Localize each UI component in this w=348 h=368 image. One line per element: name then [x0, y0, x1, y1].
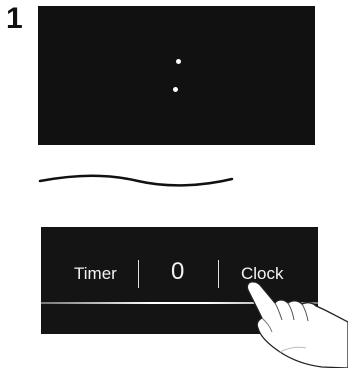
divider [218, 260, 219, 288]
display-panel [38, 6, 315, 145]
value-display: 0 [171, 260, 184, 284]
break-line [38, 170, 234, 190]
divider [138, 260, 139, 288]
colon-dot-bottom [173, 87, 178, 92]
timer-button[interactable]: Timer [74, 265, 117, 282]
step-number: 1 [6, 4, 23, 34]
colon-dot-top [176, 59, 181, 64]
pointing-hand-icon [232, 278, 348, 368]
